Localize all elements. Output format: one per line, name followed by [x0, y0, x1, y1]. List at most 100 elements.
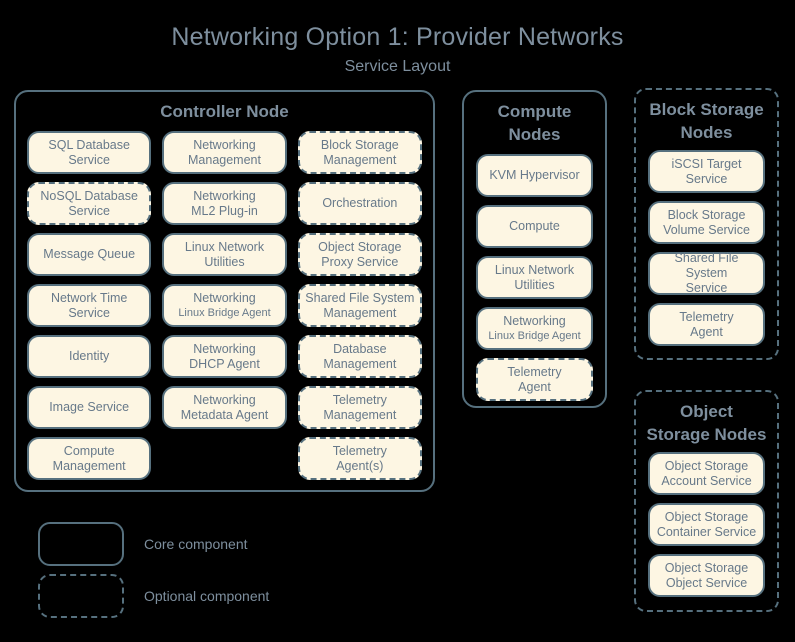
page-title: Networking Option 1: Provider Networks: [171, 23, 624, 51]
service-chip-line2: Linux Bridge Agent: [488, 329, 581, 342]
service-chip-line2: DHCP Agent: [189, 356, 260, 371]
service-chip-line2: Management: [323, 152, 397, 167]
service-chip-line1: Orchestration: [322, 196, 398, 210]
node-title-line: Compute: [497, 102, 572, 121]
controller-node-title: Controller Node: [160, 102, 289, 121]
service-chip-kvm-hypervisor[interactable]: KVM Hypervisor: [476, 154, 593, 197]
service-chip-message-queue[interactable]: Message Queue: [27, 233, 152, 276]
service-chip-line1: Network Time: [50, 290, 128, 305]
node-title-line: Storage Nodes: [646, 425, 767, 444]
service-chip-line1: Linux Network: [184, 239, 265, 254]
service-chip-line2: Management: [323, 356, 397, 371]
service-chip-line1: Object Storage: [664, 509, 749, 524]
service-chip-line2: Service: [68, 203, 110, 218]
service-chip-line2: Service: [68, 305, 110, 320]
service-chip-line2: ML2 Plug-in: [191, 203, 258, 218]
service-chip-line1: Networking: [193, 188, 256, 203]
service-chip-line1: Object Storage: [664, 560, 749, 575]
service-chip-line1: Telemetry: [507, 364, 562, 379]
service-chip-line1: NoSQL Database: [40, 188, 138, 203]
service-chip-orchestration[interactable]: Orchestration: [297, 182, 422, 225]
diagram-header: Networking Option 1: Provider Networks S…: [0, 22, 795, 78]
service-chip-line2: Management: [52, 458, 126, 473]
service-chip-line2: Service: [685, 281, 728, 295]
service-chip-line1: Database: [333, 341, 387, 356]
service-chip-line1: Shared File System: [305, 290, 415, 305]
service-chip-line2: Volume Service: [663, 222, 750, 237]
service-chip-image-service[interactable]: Image Service: [27, 386, 152, 429]
service-chip-line2: Service: [685, 171, 728, 186]
node-title-line: Block Storage: [649, 100, 764, 119]
service-chip-line1: Linux Network: [494, 262, 575, 277]
service-chip-line1: Telemetry: [332, 392, 387, 407]
service-chip-line1: Compute: [509, 219, 560, 233]
service-chip-identity[interactable]: Identity: [27, 335, 152, 378]
service-chip-line1: Networking: [503, 313, 566, 328]
service-chip-line1: Image Service: [49, 400, 130, 414]
service-chip-line1: Object Storage: [318, 239, 402, 254]
service-chip-line2: Account Service: [661, 473, 752, 488]
node-title-line: Nodes: [680, 123, 733, 142]
service-chip-line2: Agent(s): [336, 458, 384, 473]
service-chip-line1: iSCSI Target: [671, 156, 742, 171]
legend-label: Core component: [144, 536, 248, 552]
legend-item-optional-component: Optional component: [38, 570, 269, 622]
service-chip-line1: Object Storage: [664, 458, 749, 473]
page-subtitle: Service Layout: [344, 58, 451, 75]
service-chip-line1: Block Storage: [667, 207, 746, 222]
service-chip-line2: Utilities: [204, 254, 245, 269]
service-chip-line2: Service: [68, 152, 110, 167]
service-chip-line1: Block Storage: [320, 137, 399, 152]
service-chip-compute[interactable]: Compute: [476, 205, 593, 248]
service-chip-line1: Compute: [63, 443, 115, 458]
service-chip-line2: Management: [188, 152, 261, 167]
service-chip-line2: Container Service: [656, 524, 757, 539]
service-chip-line1: Networking: [193, 341, 256, 356]
service-chip-line2: Metadata Agent: [180, 407, 269, 422]
service-chip-line1: KVM Hypervisor: [489, 168, 580, 182]
legend-swatch-optional: [38, 574, 124, 618]
service-chip-line1: Telemetry: [332, 443, 387, 458]
service-chip-line1: Networking: [193, 290, 256, 305]
node-title-line: Nodes: [508, 125, 561, 144]
service-chip-line1: Telemetry: [679, 309, 734, 324]
service-chip-line1: Identity: [69, 349, 110, 363]
